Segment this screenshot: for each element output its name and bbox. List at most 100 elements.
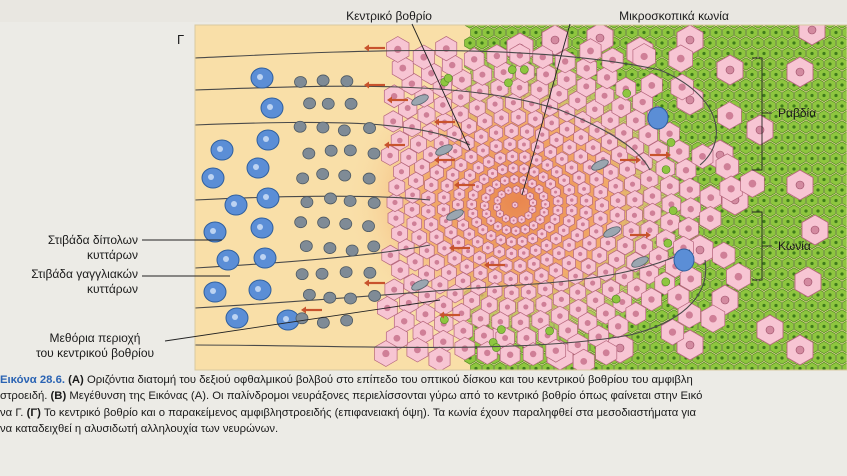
rod-nucleus (786, 303, 790, 308)
cone-nucleus (542, 286, 548, 292)
cone-nucleus (575, 233, 580, 238)
rod-cell (758, 361, 770, 370)
cone-nucleus (607, 117, 614, 123)
cone-nucleus (515, 188, 518, 191)
cone-nucleus (506, 351, 514, 358)
cone-nucleus (461, 345, 469, 352)
rod-nucleus (810, 51, 814, 56)
cone-nucleus (685, 35, 695, 45)
rod-nucleus (498, 30, 502, 35)
rod-nucleus (750, 30, 754, 35)
bipolar-cell (367, 147, 381, 160)
cone-nucleus (456, 202, 460, 207)
rod-nucleus (720, 335, 724, 339)
cone-nucleus (618, 104, 625, 111)
rod-nucleus (786, 282, 790, 287)
cone-nucleus (493, 52, 501, 60)
cone-nucleus (428, 152, 433, 157)
rod-nucleus (828, 83, 832, 87)
cone-nucleus (514, 204, 516, 206)
ganglion-nucleus (210, 228, 216, 234)
cone-nucleus (387, 252, 394, 258)
bipolar-cell (367, 197, 381, 209)
cone-nucleus (566, 260, 572, 266)
cone-nucleus (512, 177, 516, 181)
rod-nucleus (840, 356, 844, 360)
rod-cell (674, 361, 686, 370)
rod-nucleus (822, 114, 826, 119)
rod-cell (668, 25, 680, 29)
rod-nucleus (672, 356, 676, 360)
cone-nucleus (453, 149, 458, 154)
rod-nucleus (834, 156, 838, 161)
cone-nucleus (412, 259, 418, 265)
cone-nucleus (537, 187, 541, 191)
cone-nucleus (667, 219, 674, 226)
cone-nucleus (523, 334, 530, 341)
rod-nucleus (762, 303, 766, 308)
rod-nucleus (768, 20, 771, 23)
rod-nucleus (816, 251, 820, 255)
rod-nucleus (744, 293, 748, 297)
ganglion-nucleus (210, 288, 216, 294)
rod-nucleus (798, 135, 802, 140)
rod-nucleus (750, 93, 754, 98)
rod-nucleus (726, 240, 730, 245)
cone-nucleus (512, 219, 515, 222)
ganglion-nucleus (260, 254, 266, 260)
rod-nucleus (834, 30, 838, 35)
rod-nucleus (708, 356, 712, 360)
cone-nucleus (482, 118, 488, 124)
cone-nucleus (558, 281, 564, 286)
rod-nucleus (744, 83, 748, 87)
rod-nucleus (780, 314, 784, 318)
rod-nucleus (552, 20, 555, 23)
rod-nucleus (822, 156, 826, 161)
bipolar-cell (368, 290, 382, 302)
cone-nucleus (492, 101, 498, 107)
rod-nucleus (744, 314, 748, 318)
cone-nucleus (477, 315, 484, 322)
rod-nucleus (840, 272, 844, 276)
bipolar-cell (300, 196, 314, 209)
rod-cell (512, 25, 524, 29)
cone-nucleus (457, 111, 463, 117)
bipolar-cell (294, 76, 307, 88)
rod-nucleus (522, 366, 526, 370)
rod-nucleus (774, 177, 778, 182)
rod-nucleus (798, 51, 802, 56)
rod-cell (608, 25, 620, 29)
cone-nucleus (676, 54, 685, 63)
rod-nucleus (732, 83, 736, 87)
cone-nucleus (606, 139, 613, 145)
rod-nucleus (732, 335, 736, 339)
rod-nucleus (768, 41, 772, 45)
rod-nucleus (822, 282, 826, 287)
cone-nucleus (648, 296, 655, 303)
cone-nucleus (390, 118, 397, 125)
rod-nucleus (840, 314, 844, 318)
cone-nucleus (429, 182, 434, 188)
cone-nucleus (522, 251, 526, 255)
rod-nucleus (786, 324, 790, 329)
cone-nucleus (474, 105, 480, 111)
cone-nucleus (449, 61, 456, 69)
rod-nucleus (630, 30, 634, 35)
cone-nucleus (646, 176, 653, 182)
rod-nucleus (702, 114, 706, 119)
rod-nucleus (750, 72, 754, 77)
cone-nucleus (450, 172, 455, 177)
cone-nucleus (592, 106, 598, 113)
cone-nucleus (666, 130, 673, 137)
rod-nucleus (756, 146, 760, 150)
rod-nucleus (774, 198, 778, 203)
bipolar-spindle (411, 94, 429, 106)
rod-nucleus (522, 30, 526, 35)
bipolar-cell (338, 169, 352, 182)
cone-nucleus (532, 170, 536, 174)
rod-nucleus (606, 366, 610, 370)
rod-nucleus (822, 345, 826, 350)
cone-nucleus (699, 152, 706, 160)
cone-nucleus (561, 228, 566, 233)
rod-cell (842, 89, 847, 102)
